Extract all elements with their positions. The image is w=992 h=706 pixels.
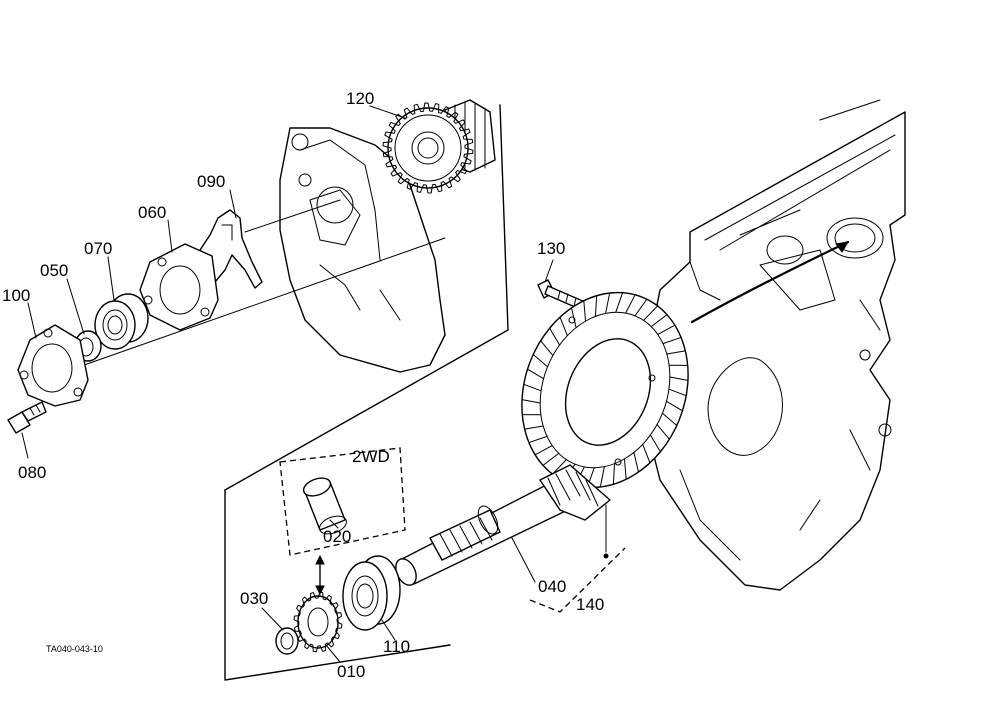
- pinion-shaft-040: [395, 464, 611, 586]
- snap-ring-030: [275, 627, 299, 655]
- collar-020: [302, 477, 347, 535]
- callout-090: 090: [197, 172, 225, 191]
- callout-100: 100: [2, 286, 30, 305]
- callout-labels: 120 090 060 070 050 100 080 130 020 030 …: [2, 89, 604, 681]
- gear-120: [382, 99, 496, 194]
- callout-050: 050: [40, 261, 68, 280]
- cover-plate-100: [17, 324, 89, 407]
- variant-box-2wd: 2WD: [279, 447, 406, 556]
- bolt-080: [7, 401, 47, 434]
- callout-030: 030: [240, 589, 268, 608]
- variant-box-label: 2WD: [352, 447, 390, 466]
- bearing-070: [94, 293, 149, 350]
- lower-bracket: [224, 489, 626, 681]
- callout-140: 140: [576, 595, 604, 614]
- bearing-110: [342, 555, 401, 631]
- gear-010: [293, 591, 343, 653]
- callout-130: 130: [537, 239, 565, 258]
- drawing-code: TA040-043-10: [46, 644, 103, 654]
- callout-020: 020: [323, 527, 351, 546]
- leader-lines: [21, 105, 554, 663]
- callout-080: 080: [18, 463, 46, 482]
- callout-110: 110: [383, 637, 410, 656]
- callout-010: 010: [337, 662, 365, 681]
- ring-gear: [521, 291, 689, 489]
- callout-060: 060: [138, 203, 166, 222]
- callout-040: 040: [538, 577, 566, 596]
- connector-arrow: [315, 554, 325, 596]
- callout-070: 070: [84, 239, 112, 258]
- gasket-060: [139, 243, 219, 331]
- callout-120: 120: [346, 89, 374, 108]
- upper-bracket: [69, 104, 509, 491]
